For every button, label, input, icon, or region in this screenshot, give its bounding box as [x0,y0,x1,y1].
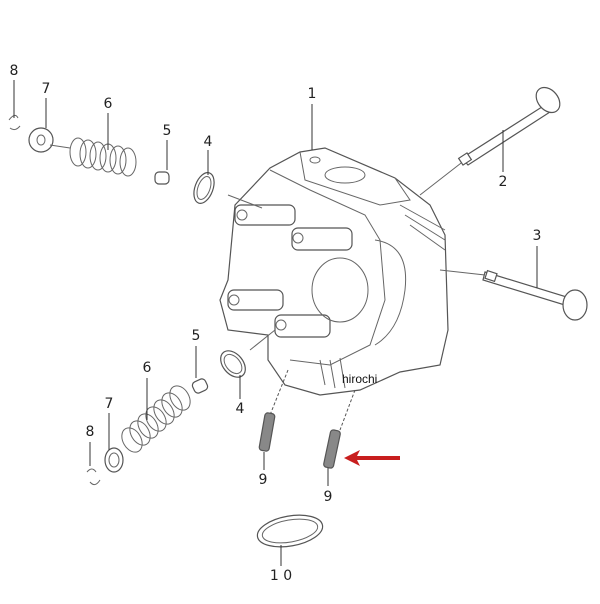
callout-3: 3 [532,228,542,244]
gasket-drawing [256,514,324,548]
callout-5-upper: 5 [162,123,172,139]
callout-6-lower: 6 [142,360,152,376]
callout-4-upper: 4 [203,134,213,150]
callout-4-lower: 4 [235,401,245,417]
callout-6-upper: 6 [103,96,113,112]
callout-7-lower: 7 [104,396,114,412]
callout-8-upper: 8 [9,63,19,79]
callout-10: 1 0 [269,568,293,584]
callout-1: 1 [307,86,317,102]
leader-lines [13,80,538,566]
callout-7-upper: 7 [41,81,51,97]
cylinder-head-drawing [219,147,449,396]
valve-3-drawing [439,269,588,321]
upper-valve-parts [8,114,263,209]
stud-bolts-drawing [258,369,356,469]
callout-8-lower: 8 [85,424,95,440]
watermark-text: hirochi [342,372,378,386]
valve-2-drawing [419,86,561,196]
callout-5-lower: 5 [191,328,201,344]
lower-valve-parts [86,329,276,486]
highlight-arrow-icon [344,450,400,466]
callout-2: 2 [498,174,508,190]
callout-9-left: 9 [258,472,268,488]
callout-9-right: 9 [323,489,333,505]
